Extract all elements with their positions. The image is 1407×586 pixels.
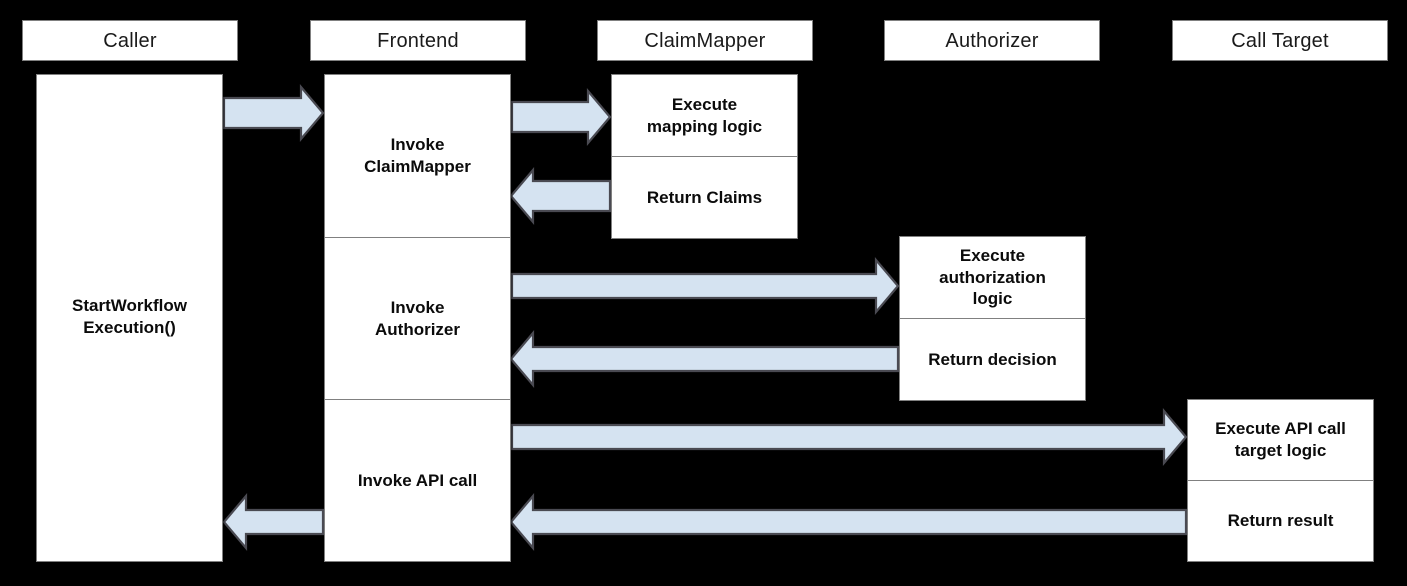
participant-label: Frontend [377,29,459,52]
msg-frontend-to-authorizer [510,256,900,316]
msg-caller-to-frontend [222,83,325,143]
activation-frontend-invoke-api-call: Invoke API call [324,399,511,562]
msg-calltarget-to-frontend [509,492,1188,552]
participant-header-frontend: Frontend [310,20,526,61]
participant-header-authorizer: Authorizer [884,20,1100,61]
participant-header-caller: Caller [22,20,238,61]
msg-frontend-to-claimmapper [510,87,612,147]
msg-frontend-to-caller [222,492,325,552]
activation-calltarget-return-result: Return result [1187,480,1374,562]
participant-header-claimmapper: ClaimMapper [597,20,813,61]
participant-label: Caller [103,29,157,52]
activation-label: Return decision [928,349,1057,369]
activation-label: Return result [1227,511,1334,531]
participant-label: ClaimMapper [644,29,766,52]
msg-authorizer-to-frontend [509,329,900,389]
activation-authorizer-return-decision: Return decision [899,318,1086,401]
participant-label: Authorizer [945,29,1039,52]
participant-header-calltarget: Call Target [1172,20,1388,61]
participant-label: Call Target [1231,29,1329,52]
msg-claimmapper-to-frontend [509,166,612,226]
activation-label: Return Claims [646,187,763,207]
activation-claimmapper-return-claims: Return Claims [611,156,798,239]
activation-label: Invoke API call [357,470,478,490]
msg-frontend-to-calltarget [510,407,1188,467]
